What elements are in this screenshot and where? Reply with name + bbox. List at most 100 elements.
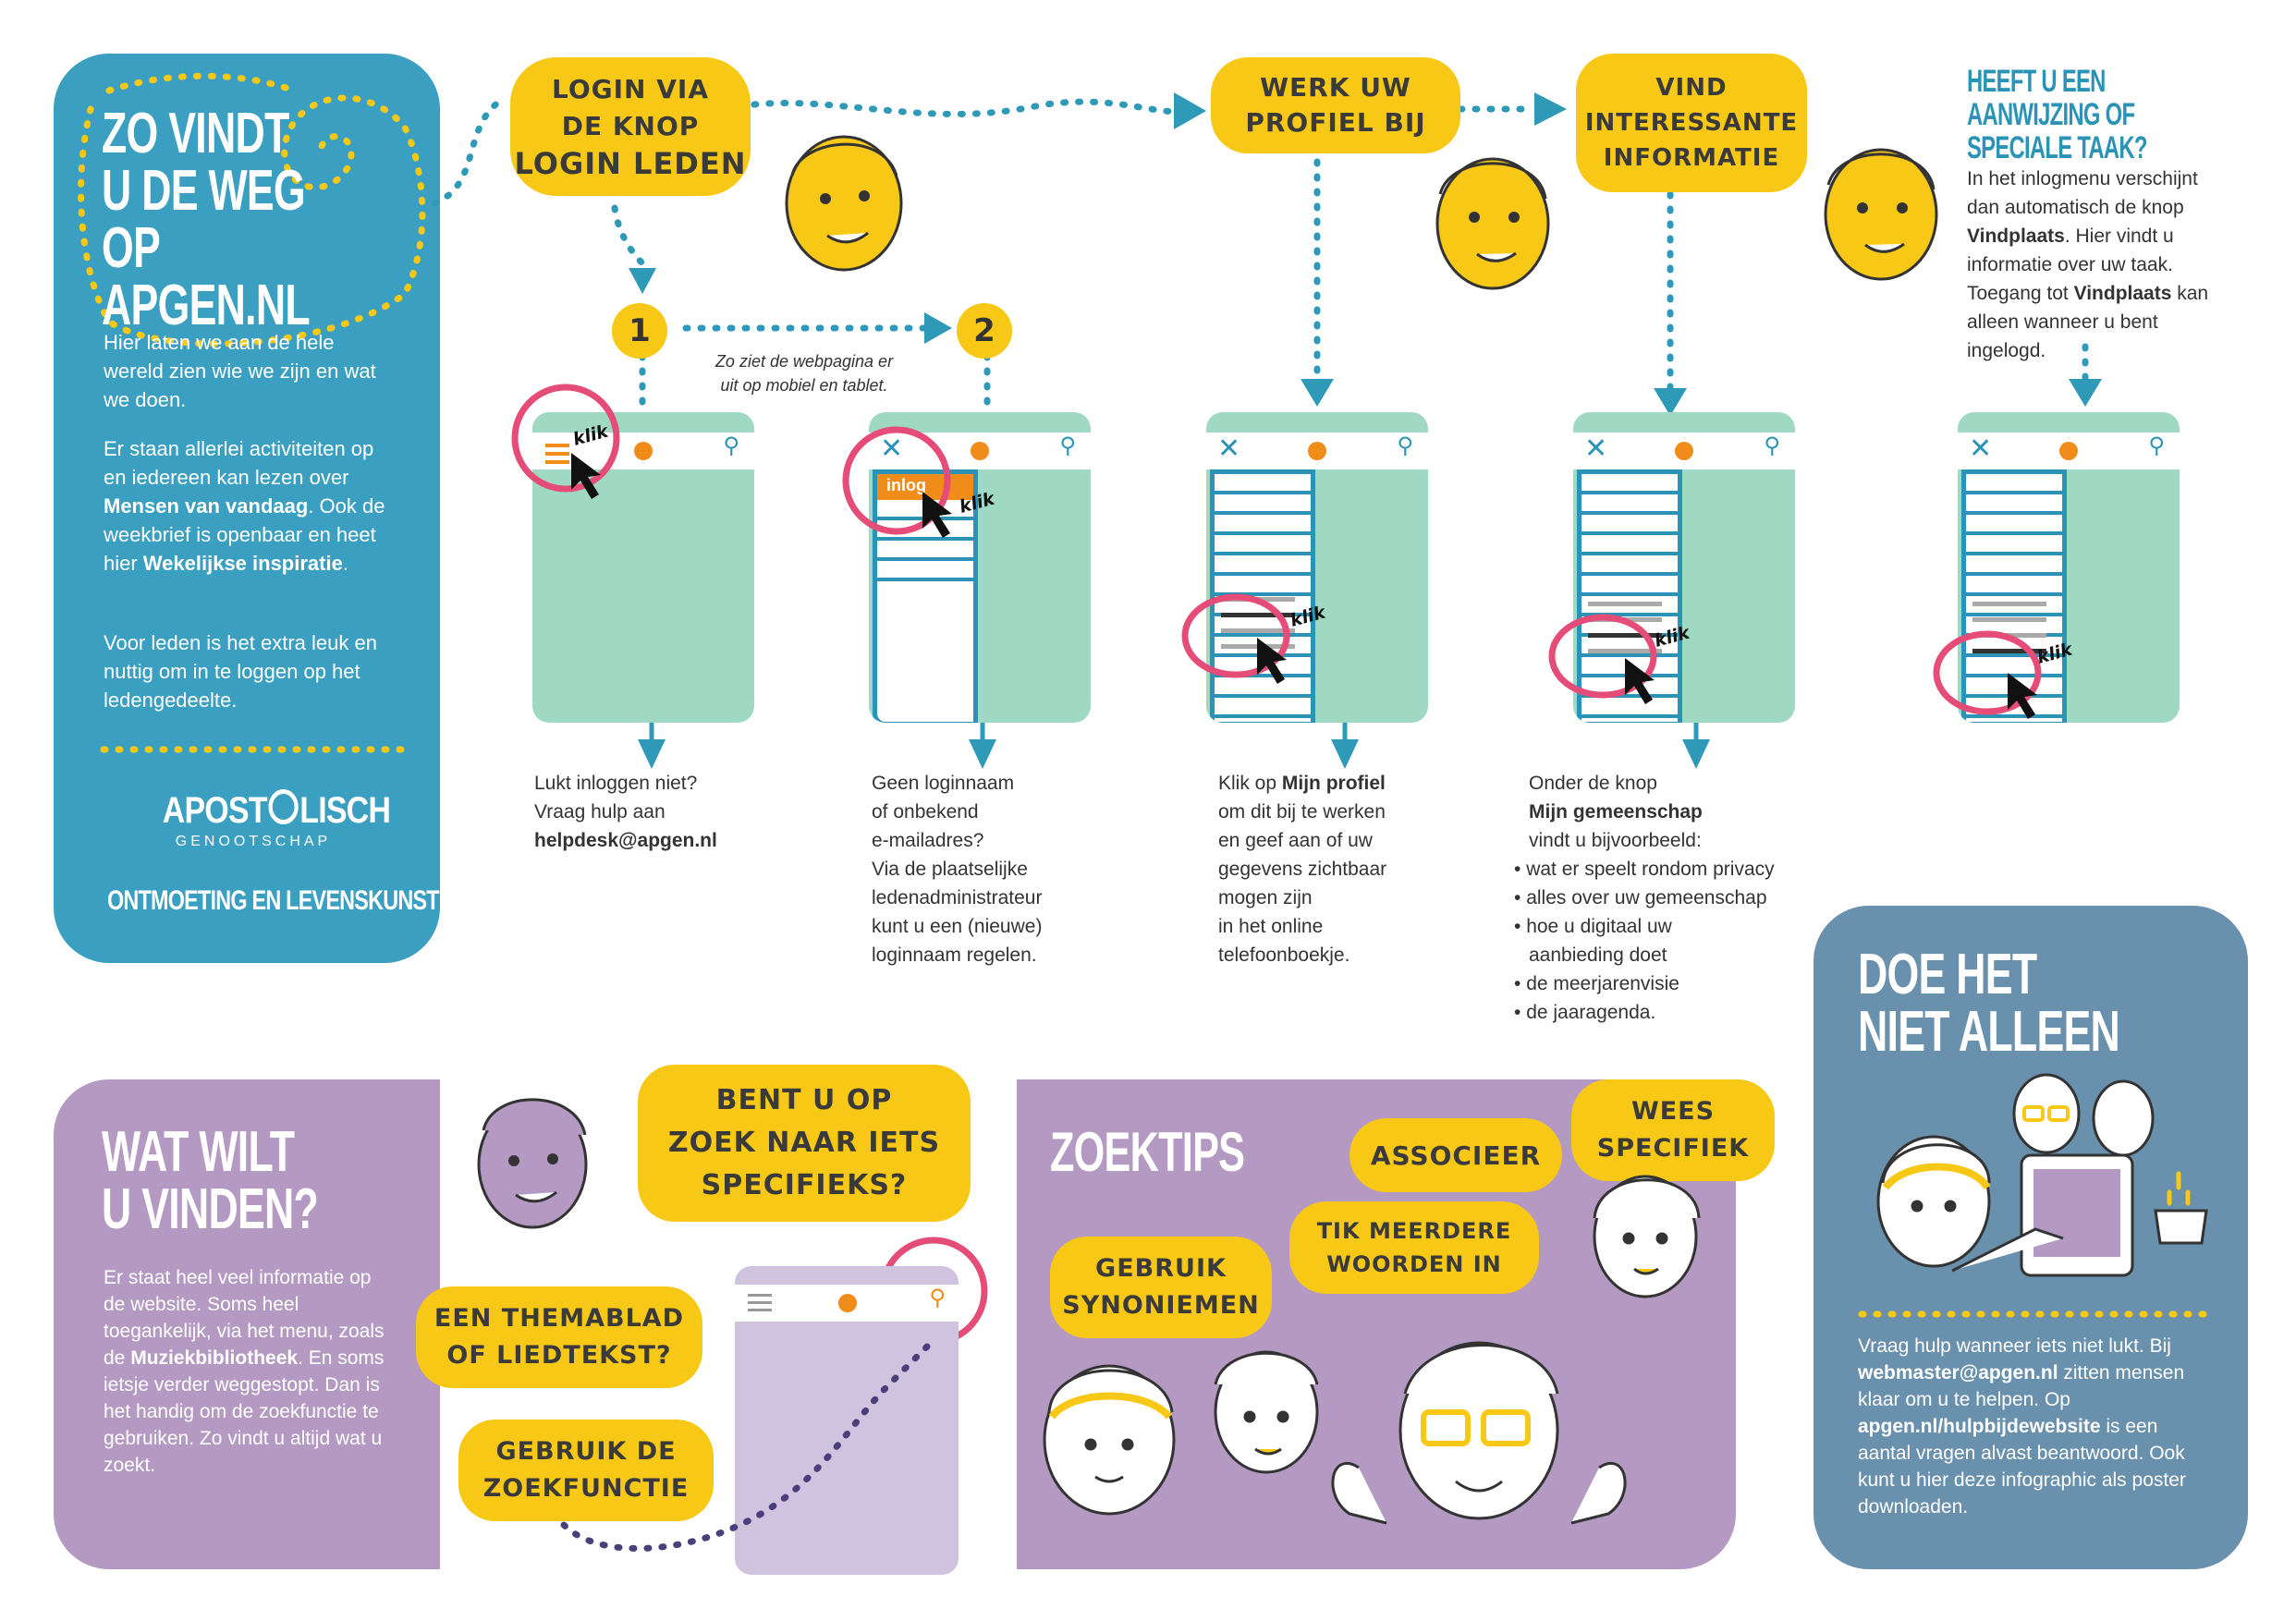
vinden-title: WAT WILT U VINDEN?: [102, 1124, 319, 1241]
dotted-divider: [1858, 1310, 2209, 1318]
vind-bubble-line1: VIND: [1655, 74, 1728, 102]
vind-bubble-line3: INFORMATIE: [1603, 144, 1780, 172]
alleen-text: Vraag hulp wanneer iets niet lukt. Bij w…: [1858, 1333, 2214, 1520]
arrow-down-4: [1682, 739, 1710, 769]
search-icon: ⚲: [1764, 433, 1780, 458]
arrow-to-step1: [629, 268, 656, 294]
bullet-item: de meerjarenvisie: [1514, 969, 1775, 998]
caption4-line3: vindt u bijvoorbeeld:: [1529, 830, 1702, 851]
taak-title-line3: SPECIALE TAAK?: [1967, 130, 2147, 165]
specifieks-line1: BENT U OP: [715, 1084, 893, 1116]
muziekbibliotheek-text: Muziekbibliotheek: [130, 1347, 299, 1369]
tip-synoniemen-line2: SYNONIEMEN: [1062, 1291, 1260, 1320]
themablad-line1: EEN THEMABLAD: [434, 1304, 685, 1333]
cursor-icon: [571, 453, 601, 499]
webmaster-email: webmaster@apgen.nl: [1858, 1362, 2058, 1383]
intro-para2-end: .: [342, 552, 348, 575]
logo-word-b: LISCH: [299, 790, 391, 831]
caption2-line3: e-mailadres?: [872, 830, 984, 851]
zoektips-title: ZOEKTIPS: [1050, 1121, 1245, 1183]
vinden-panel: WAT WILT U VINDEN? Er staat heel veel in…: [54, 1079, 440, 1569]
tip-specifiek-bubble: WEES SPECIFIEK: [1571, 1079, 1775, 1181]
login-bubble: LOGIN VIA DE KNOP LOGIN LEDEN: [510, 57, 751, 196]
hamburger-menu-icon: [748, 1294, 772, 1311]
orange-dot-icon: [1675, 442, 1693, 460]
hulp-url: apgen.nl/hulpbijdewebsite: [1858, 1416, 2101, 1437]
mijn-gemeenschap-text: Mijn gemeenschap: [1529, 801, 1703, 823]
caption1-line1: Lukt inloggen niet?: [534, 773, 698, 794]
step-number-1: 1: [612, 303, 667, 359]
wekelijkse-inspiratie-text: Wekelijkse inspiratie: [142, 552, 343, 575]
themablad-line2: OF LIEDTEKST?: [446, 1341, 672, 1370]
bullet-item: hoe u digitaal uw: [1514, 912, 1775, 941]
dotted-divider: [100, 746, 405, 753]
vind-bubble: VIND INTERESSANTE INFORMATIE: [1576, 54, 1807, 192]
cursor-icon: [1257, 638, 1287, 684]
mobile-note: Zo ziet de webpagina er uit op mobiel en…: [693, 349, 915, 397]
taak-text-a: In het inlogmenu verschijnt dan automati…: [1967, 168, 2198, 218]
arrow-to-screen4: [1654, 388, 1687, 416]
tip-synoniemen-bubble: GEBRUIK SYNONIEMEN: [1050, 1237, 1272, 1338]
vind-bubble-line2: INTERESSANTE: [1584, 109, 1799, 137]
arrow-to-screen5: [2069, 379, 2102, 407]
zoekfunctie-bubble: GEBRUIK DE ZOEKFUNCTIE: [458, 1420, 714, 1521]
helpdesk-people-illustration: [1876, 1073, 2208, 1277]
face-illustration-1: [785, 135, 903, 272]
arrow-to-screen3: [1301, 379, 1334, 407]
step-number-2: 2: [957, 303, 1012, 359]
caption2-line4: Via de plaatselijke: [872, 859, 1028, 880]
tip-meerdere-bubble: TIK MEERDERE WOORDEN IN: [1289, 1201, 1539, 1294]
tip-specifiek-line2: SPECIFIEK: [1596, 1134, 1750, 1163]
bullet-continuation: aanbieding doet: [1514, 941, 1775, 969]
bullet-item: wat er speelt rondom privacy: [1514, 855, 1774, 884]
orange-dot-icon: [971, 442, 989, 460]
bullet-item: alles over uw gemeenschap: [1514, 884, 1775, 912]
vinden-title-line2: U VINDEN?: [102, 1177, 319, 1241]
caption2-line1: Geen loginnaam: [872, 773, 1015, 794]
vindplaats-text: Vindplaats: [1967, 225, 2065, 247]
bullet-continuation-text: aanbieding doet: [1529, 945, 1667, 966]
profiel-bubble-line2: PROFIEL BIJ: [1245, 107, 1426, 138]
alleen-title-line1: DOE HET: [1858, 943, 2037, 1006]
screen-mockup-3: ✕ ⚲: [1206, 412, 1428, 723]
vinden-text: Er staat heel veel informatie op de webs…: [104, 1264, 395, 1479]
orange-dot-icon: [2059, 442, 2078, 460]
caption3-line7: telefoonboekje.: [1218, 945, 1350, 966]
face-illustration-2: [1435, 157, 1550, 290]
caption3-a: Klik op: [1218, 773, 1282, 794]
zoektips-panel: ZOEKTIPS ASSOCIEER WEES SPECIFIEK TIK ME…: [1017, 1079, 1775, 1569]
mensen-van-vandaag-text: Mensen van vandaag: [104, 494, 309, 518]
caption2-line6: kunt u een (nieuwe): [872, 916, 1043, 937]
logo-circle-icon: [268, 789, 299, 824]
taak-title-line1: HEEFT U EEN: [1967, 64, 2106, 99]
caption-step2: Geen loginnaam of onbekend e-mailadres? …: [872, 769, 1042, 969]
klik-label: klik: [1653, 622, 1693, 652]
screen-mockup-4: ✕ ⚲: [1573, 412, 1795, 723]
caption4-line1: Onder de knop: [1529, 773, 1657, 794]
search-icon: ⚲: [929, 1285, 946, 1310]
specifieks-bubble: BENT U OP ZOEK NAAR IETS SPECIFIEKS?: [638, 1065, 971, 1222]
tip-associeer: ASSOCIEER: [1370, 1140, 1542, 1171]
alleen-text-a: Vraag hulp wanneer iets niet lukt. Bij: [1858, 1335, 2171, 1357]
taak-text-e: kan alleen wanneer u bent ingelogd.: [1967, 283, 2209, 361]
intro-title-line3: OP APGEN.NL: [102, 216, 311, 337]
face-illustration-purple: [477, 1098, 588, 1229]
arrow-to-vind: [1534, 92, 1567, 126]
alleen-text-c: zitten mensen klaar om u te helpen. Op: [1858, 1362, 2185, 1410]
mobile-note-line1: Zo ziet de webpagina er: [714, 352, 894, 371]
cursor-icon: [1625, 658, 1655, 704]
login-bubble-line3: LOGIN LEDEN: [514, 146, 747, 181]
caption-step3: Klik op Mijn profiel om dit bij te werke…: [1218, 769, 1386, 969]
tip-specifiek-line1: WEES: [1630, 1097, 1716, 1126]
cursor-icon: [922, 492, 952, 538]
klik-label: klik: [958, 488, 998, 518]
tip-meerdere-line2: WOORDEN IN: [1326, 1251, 1502, 1277]
taak-text-c: . Hier vindt u informatie over uw taak. …: [1967, 225, 2174, 304]
search-icon: ⚲: [723, 433, 739, 458]
screen-mockup-5: ✕ ⚲: [1958, 412, 2180, 723]
login-bubble-line2: DE KNOP: [561, 111, 700, 141]
close-icon: ✕: [1584, 433, 1608, 465]
tip-meerdere-line1: TIK MEERDERE: [1316, 1218, 1512, 1244]
tip-associeer-bubble: ASSOCIEER: [1350, 1118, 1562, 1192]
